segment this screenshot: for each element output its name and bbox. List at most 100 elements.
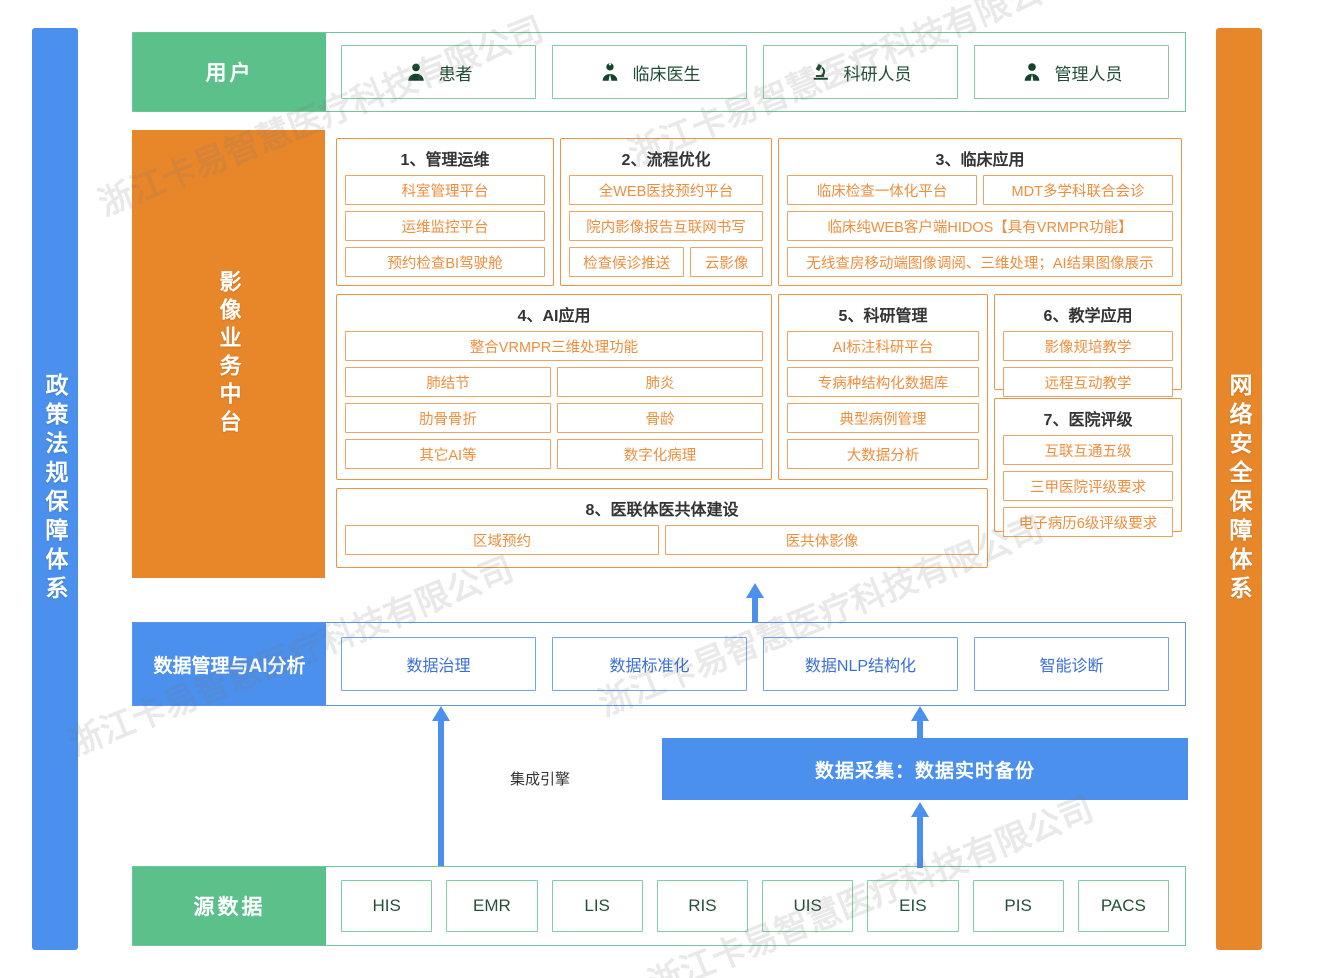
data-management-row: 数据管理与AI分析 数据治理 数据标准化 数据NLP结构化 智能诊断 xyxy=(132,622,1186,706)
user-row-label: 用户 xyxy=(133,33,326,111)
source-card-uis[interactable]: UIS xyxy=(762,880,854,932)
arrow-shaft xyxy=(917,720,923,740)
source-card-pis[interactable]: PIS xyxy=(972,880,1064,932)
user-card-label: 管理人员 xyxy=(1054,64,1123,84)
chip-item[interactable]: 大数据分析 xyxy=(787,439,979,469)
user-card-label: 科研人员 xyxy=(843,64,912,84)
arrow-head-icon xyxy=(432,706,450,721)
group-chip-list: 影像规培教学 远程互动教学 xyxy=(995,331,1181,405)
source-card-lis[interactable]: LIS xyxy=(551,880,643,932)
user-card-list: 患者 临床医生 科研人员 管理人员 xyxy=(333,33,1177,111)
chip-item[interactable]: 检查候诊推送 xyxy=(569,247,685,277)
source-card-eis[interactable]: EIS xyxy=(867,880,959,932)
chip-item[interactable]: 区域预约 xyxy=(345,525,659,555)
group-3-clinical-application: 3、临床应用 临床检查一体化平台 MDT多学科联合会诊 临床纯WEB客户端HID… xyxy=(778,138,1182,286)
user-card-clinician[interactable]: 临床医生 xyxy=(552,45,747,99)
group-2-process-optimization: 2、流程优化 全WEB医技预约平台 院内影像报告互联网书写 检查候诊推送 云影像 xyxy=(560,138,772,286)
doctor-icon xyxy=(599,61,621,83)
data-card-governance[interactable]: 数据治理 xyxy=(341,637,536,691)
data-card-intelligent-diagnosis[interactable]: 智能诊断 xyxy=(974,637,1169,691)
chip-item[interactable]: 专病种结构化数据库 xyxy=(787,367,979,397)
group-4-ai-application: 4、AI应用 整合VRMPR三维处理功能 肺结节 肺炎 肋骨骨折 骨龄 其它AI… xyxy=(336,294,772,480)
arrow-head-icon xyxy=(911,706,929,721)
group-6-teaching-application: 6、教学应用 影像规培教学 远程互动教学 xyxy=(994,294,1182,397)
chip-item[interactable]: 典型病例管理 xyxy=(787,403,979,433)
chip-item[interactable]: AI标注科研平台 xyxy=(787,331,979,361)
user-card-researcher[interactable]: 科研人员 xyxy=(763,45,958,99)
user-card-patient[interactable]: 患者 xyxy=(341,45,536,99)
arrow-shaft xyxy=(752,597,758,623)
group-title: 8、医联体医共体建设 xyxy=(585,502,739,519)
network-security-bar: 网络安全保障体系 xyxy=(1216,28,1262,950)
chip-item[interactable]: 全WEB医技预约平台 xyxy=(569,175,763,205)
group-title: 7、医院评级 xyxy=(1043,412,1133,429)
chip-item[interactable]: 临床检查一体化平台 xyxy=(787,175,977,205)
source-card-ris[interactable]: RIS xyxy=(656,880,748,932)
chip-item[interactable]: MDT多学科联合会诊 xyxy=(983,175,1173,205)
group-8-medical-alliance: 8、医联体医共体建设 区域预约 医共体影像 xyxy=(336,488,988,568)
chip-item[interactable]: 肋骨骨折 xyxy=(345,403,551,433)
user-card-administrator[interactable]: 管理人员 xyxy=(974,45,1169,99)
group-title: 6、教学应用 xyxy=(1043,308,1133,325)
data-card-standardization[interactable]: 数据标准化 xyxy=(552,637,747,691)
chip-item[interactable]: 影像规培教学 xyxy=(1003,331,1173,361)
chip-item[interactable]: 互联互通五级 xyxy=(1003,435,1173,465)
integration-area: 数据采集：数据实时备份 集成引擎 xyxy=(132,706,1188,866)
chip-item[interactable]: 医共体影像 xyxy=(665,525,979,555)
chip-item[interactable]: 院内影像报告互联网书写 xyxy=(569,211,763,241)
group-title: 5、科研管理 xyxy=(838,308,928,325)
chip-item[interactable]: 预约检查BI驾驶舱 xyxy=(345,247,545,277)
arrow-head-icon xyxy=(911,802,929,817)
group-title: 1、管理运维 xyxy=(400,152,490,169)
group-chip-list: 全WEB医技预约平台 院内影像报告互联网书写 检查候诊推送 云影像 xyxy=(561,175,771,285)
arrow-shaft xyxy=(438,720,444,866)
arrow-source-to-collection xyxy=(908,802,932,868)
group-chip-list: 整合VRMPR三维处理功能 肺结节 肺炎 肋骨骨折 骨龄 其它AI等 数字化病理 xyxy=(337,331,771,477)
chip-item[interactable]: 电子病历6级评级要求 xyxy=(1003,507,1173,537)
chip-item[interactable]: 数字化病理 xyxy=(557,439,763,469)
data-card-list: 数据治理 数据标准化 数据NLP结构化 智能诊断 xyxy=(333,623,1177,705)
group-title: 2、流程优化 xyxy=(621,152,711,169)
data-collection-bar: 数据采集：数据实时备份 xyxy=(662,738,1188,800)
chip-item[interactable]: 无线查房移动端图像调阅、三维处理；AI结果图像展示 xyxy=(787,247,1173,277)
user-card-label: 临床医生 xyxy=(632,64,701,84)
group-title: 3、临床应用 xyxy=(935,152,1025,169)
chip-item[interactable]: 三甲医院评级要求 xyxy=(1003,471,1173,501)
group-1-management-ops: 1、管理运维 科室管理平台 运维监控平台 预约检查BI驾驶舱 xyxy=(336,138,554,286)
arrow-head-icon xyxy=(746,583,764,598)
source-data-row: 源数据 HIS EMR LIS RIS UIS EIS PIS PACS xyxy=(132,866,1186,946)
data-card-nlp-structuring[interactable]: 数据NLP结构化 xyxy=(763,637,958,691)
chip-item[interactable]: 远程互动教学 xyxy=(1003,367,1173,397)
arrow-source-to-data-left xyxy=(429,706,453,866)
group-chip-list: AI标注科研平台 专病种结构化数据库 典型病例管理 大数据分析 xyxy=(779,331,987,477)
group-chip-list: 区域预约 医共体影像 xyxy=(337,525,987,563)
group-chip-list: 科室管理平台 运维监控平台 预约检查BI驾驶舱 xyxy=(337,175,553,285)
arrow-shaft xyxy=(917,816,923,868)
group-chip-list: 临床检查一体化平台 MDT多学科联合会诊 临床纯WEB客户端HIDOS【具有VR… xyxy=(779,175,1181,285)
chip-item[interactable]: 肺炎 xyxy=(557,367,763,397)
chip-item[interactable]: 科室管理平台 xyxy=(345,175,545,205)
microscope-icon xyxy=(810,61,832,83)
chip-item[interactable]: 骨龄 xyxy=(557,403,763,433)
group-chip-list: 互联互通五级 三甲医院评级要求 电子病历6级评级要求 xyxy=(995,435,1181,545)
group-7-hospital-rating: 7、医院评级 互联互通五级 三甲医院评级要求 电子病历6级评级要求 xyxy=(994,398,1182,537)
source-data-row-label: 源数据 xyxy=(133,867,326,945)
chip-item[interactable]: 其它AI等 xyxy=(345,439,551,469)
arrow-collection-to-data xyxy=(908,706,932,740)
user-icon xyxy=(405,61,427,83)
imaging-platform-row: 影像业务中台 1、管理运维 科室管理平台 运维监控平台 预约检查BI驾驶舱 2、… xyxy=(132,130,1186,578)
chip-item[interactable]: 运维监控平台 xyxy=(345,211,545,241)
chip-item[interactable]: 整合VRMPR三维处理功能 xyxy=(345,331,763,361)
source-card-pacs[interactable]: PACS xyxy=(1077,880,1169,932)
source-card-his[interactable]: HIS xyxy=(341,880,433,932)
data-management-row-label: 数据管理与AI分析 xyxy=(133,623,326,705)
chip-item[interactable]: 临床纯WEB客户端HIDOS【具有VRMPR功能】 xyxy=(787,211,1173,241)
chip-item[interactable]: 肺结节 xyxy=(345,367,551,397)
chip-item[interactable]: 云影像 xyxy=(690,247,764,277)
group-5-research-management: 5、科研管理 AI标注科研平台 专病种结构化数据库 典型病例管理 大数据分析 xyxy=(778,294,988,480)
platform-row-label: 影像业务中台 xyxy=(132,130,325,578)
source-card-list: HIS EMR LIS RIS UIS EIS PIS PACS xyxy=(333,867,1177,945)
source-card-emr[interactable]: EMR xyxy=(446,880,538,932)
manager-icon xyxy=(1021,61,1043,83)
platform-groups: 1、管理运维 科室管理平台 运维监控平台 预约检查BI驾驶舱 2、流程优化 全W… xyxy=(332,130,1186,578)
